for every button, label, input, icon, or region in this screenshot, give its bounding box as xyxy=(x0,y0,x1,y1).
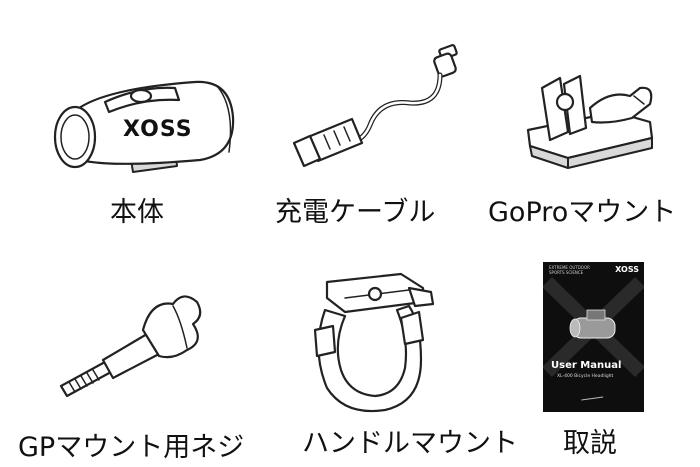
item-label: GoProマウント xyxy=(488,197,677,228)
item-label: GPマウント用ネジ xyxy=(18,432,245,463)
handlebar-mount-illustration xyxy=(305,270,445,420)
manual-title: User Manual xyxy=(551,360,622,371)
item-label: 取説 xyxy=(563,428,617,459)
item-label: 本体 xyxy=(110,197,164,228)
manual-subtitle: XL-400 Bicycle Headlight xyxy=(557,374,614,379)
manual-header-text-2: SPORTS SCIENCE xyxy=(549,270,584,275)
usb-cable-illustration xyxy=(290,35,480,170)
item-label: 充電ケーブル xyxy=(275,197,436,228)
manual-header-text-1: EXTREME OUTDOOR xyxy=(549,265,590,270)
headlight-illustration: XOSS xyxy=(45,62,245,192)
item-label: ハンドルマウント xyxy=(302,428,518,459)
manual-cover: EXTREME OUTDOOR SPORTS SCIENCE XOSS User… xyxy=(543,262,644,412)
thumb-screw-illustration xyxy=(55,290,215,405)
xoss-logo-text: XOSS xyxy=(123,117,193,142)
gopro-mount-illustration xyxy=(520,60,670,180)
manual-brand-logo: XOSS xyxy=(615,265,639,274)
